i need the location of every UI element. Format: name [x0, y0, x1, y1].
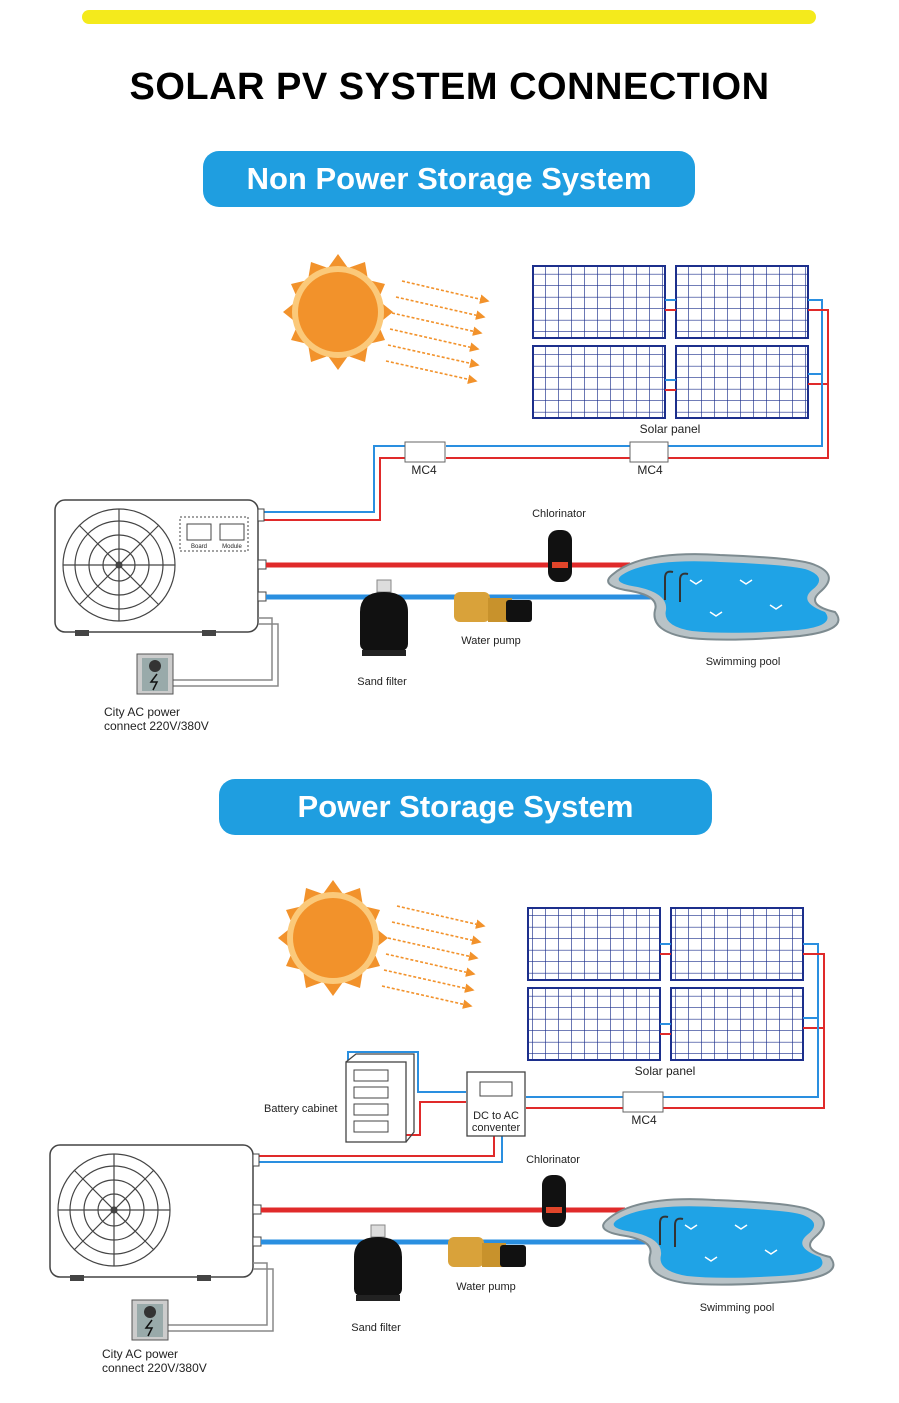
battery-cabinet-icon — [345, 1053, 415, 1143]
page-title: SOLAR PV SYSTEM CONNECTION — [129, 66, 770, 108]
sun-rays — [385, 280, 490, 384]
power-socket-icon — [136, 653, 174, 695]
solar-panel-label: Solar panel — [640, 422, 701, 436]
section-heading-storage: Power Storage System — [219, 779, 712, 835]
mc4-label: MC4 — [631, 1113, 657, 1127]
sun-icon — [278, 880, 388, 996]
battery-cabinet-label: Battery cabinet — [264, 1103, 337, 1115]
dc-ac-converter-icon — [466, 1071, 526, 1137]
swimming-pool-label: Swimming pool — [700, 1302, 775, 1314]
sun-rays — [381, 905, 486, 1009]
power-cable — [172, 617, 279, 687]
pv-wiring — [258, 943, 825, 1163]
water-pump-icon — [454, 592, 532, 622]
top-accent-bar — [82, 10, 816, 24]
non-storage-diagram: Solar panel MC4 MC4 Board Module Chlori — [54, 254, 840, 733]
board-label: Board — [191, 544, 207, 550]
power-cable — [167, 1262, 274, 1332]
solar-panel-array — [527, 907, 804, 1061]
converter-label-1: DC to AC — [473, 1110, 519, 1122]
heat-pump-unit — [49, 1144, 262, 1281]
mc4-connector-a — [404, 441, 446, 463]
city-power-label-2: connect 220V/380V — [102, 1361, 207, 1375]
module-label: Module — [222, 544, 242, 550]
city-power-label-1: City AC power — [102, 1347, 178, 1361]
storage-diagram: Solar panel MC4 Battery cabinet DC to AC… — [49, 880, 835, 1375]
water-pump-icon — [448, 1237, 526, 1267]
water-pump-label: Water pump — [461, 635, 521, 647]
sand-filter-label: Sand filter — [357, 676, 407, 688]
city-power-label-1: City AC power — [104, 705, 180, 719]
section-heading-non-storage: Non Power Storage System — [203, 151, 695, 207]
mc4-connector-b — [629, 441, 669, 463]
swimming-pool-icon — [607, 553, 840, 641]
sand-filter-icon — [354, 1224, 402, 1301]
heat-pump-unit: Board Module — [54, 499, 267, 636]
solar-panel-array — [532, 265, 809, 419]
sand-filter-icon — [360, 579, 408, 656]
sun-icon — [283, 254, 393, 370]
pv-wiring — [258, 299, 829, 521]
solar-panel-label: Solar panel — [635, 1064, 696, 1078]
converter-label-2: conventer — [472, 1122, 521, 1134]
swimming-pool-icon — [602, 1198, 835, 1286]
fan-icon — [62, 508, 176, 622]
power-socket-icon — [131, 1299, 169, 1341]
mc4-label-b: MC4 — [637, 463, 663, 477]
fan-icon — [57, 1153, 171, 1267]
chlorinator-label: Chlorinator — [526, 1154, 580, 1166]
chlorinator-label: Chlorinator — [532, 508, 586, 520]
city-power-label-2: connect 220V/380V — [104, 719, 209, 733]
chlorinator-icon — [548, 530, 572, 582]
swimming-pool-label: Swimming pool — [706, 656, 781, 668]
mc4-label-a: MC4 — [411, 463, 437, 477]
mc4-connector — [622, 1091, 664, 1113]
sand-filter-label: Sand filter — [351, 1322, 401, 1334]
chlorinator-icon — [542, 1175, 566, 1227]
water-pump-label: Water pump — [456, 1281, 516, 1293]
